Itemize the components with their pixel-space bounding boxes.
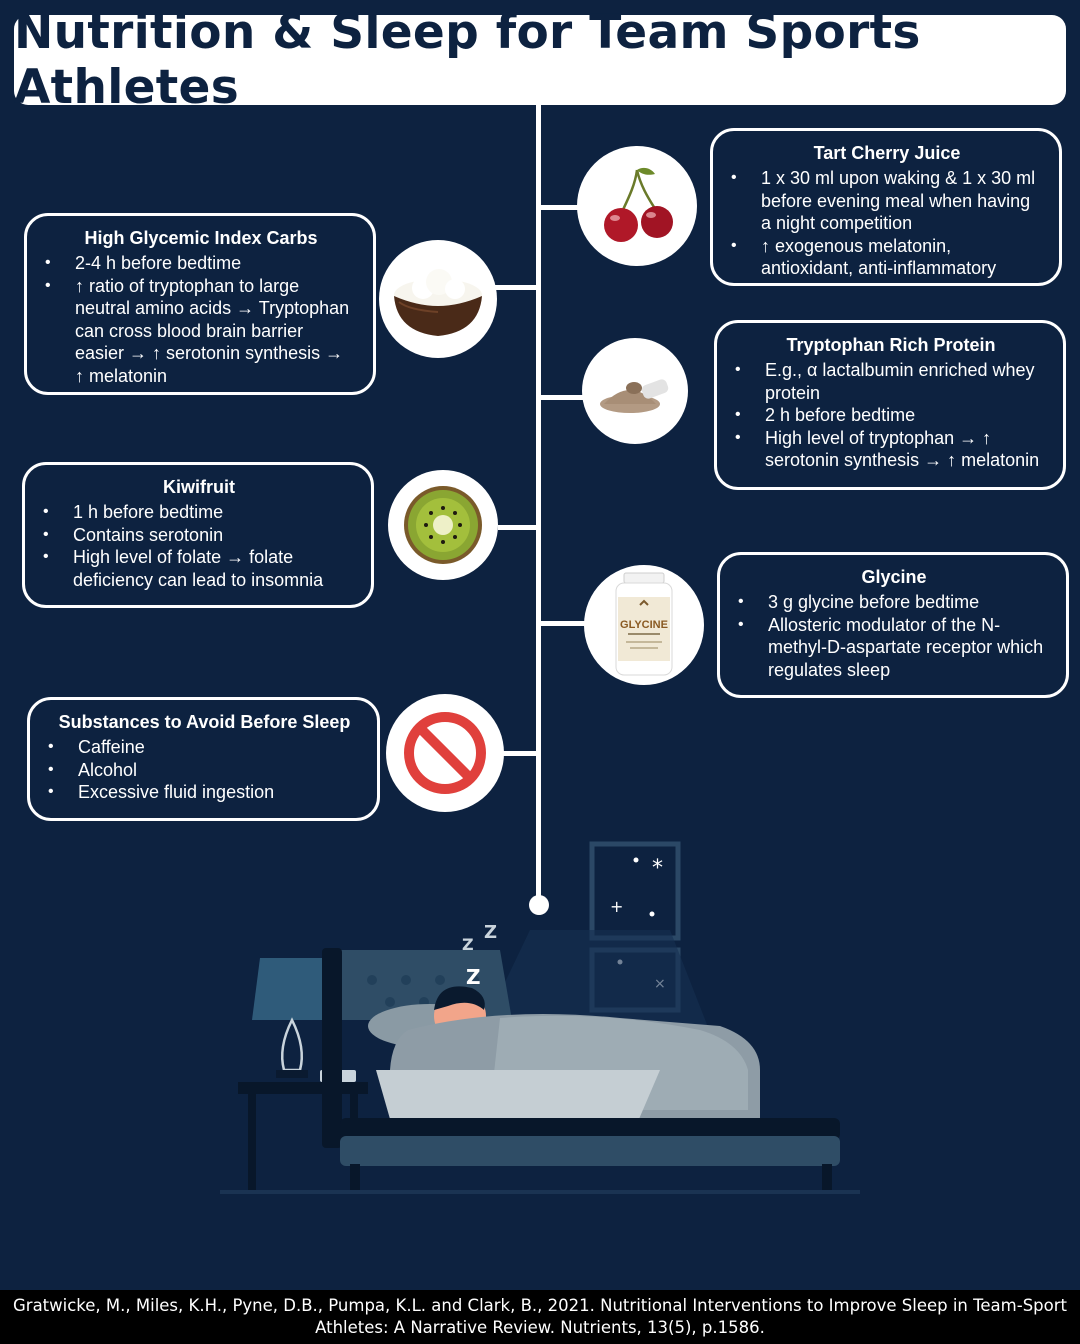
kiwi-icon	[404, 486, 482, 564]
rice-image	[379, 240, 497, 358]
svg-text:+: +	[610, 897, 623, 916]
sleeping-athlete-illustration: * + × Z Z	[220, 841, 860, 1194]
citation-footer: Gratwicke, M., Miles, K.H., Pyne, D.B., …	[0, 1290, 1080, 1344]
bullet-list: Caffeine Alcohol Excessive fluid ingesti…	[48, 736, 361, 804]
bullet-list: 2-4 h before bedtime ↑ ratio of tryptoph…	[45, 252, 357, 387]
list-item: High level of folate → folate deficiency…	[43, 546, 355, 591]
list-item: High level of tryptophan → ↑ serotonin s…	[735, 427, 1047, 472]
timeline-spine	[536, 104, 541, 900]
glycine-bottle-image: GLYCINE	[584, 565, 704, 685]
prohibited-icon	[404, 712, 486, 794]
snore-z-small: Z	[462, 935, 474, 954]
card-tryptophan-protein: Tryptophan Rich Protein E.g., α lactalbu…	[714, 320, 1066, 490]
page-title: Nutrition & Sleep for Team Sports Athlet…	[14, 5, 921, 115]
supplement-bottle-icon: GLYCINE	[615, 572, 673, 676]
bottle-label: GLYCINE	[620, 619, 668, 631]
card-title: Tryptophan Rich Protein	[786, 335, 996, 355]
card-tart-cherry-juice: Tart Cherry Juice 1 x 30 ml upon waking …	[710, 128, 1062, 286]
connector-glycine	[538, 621, 586, 626]
snore-z-large: Z	[466, 965, 481, 989]
protein-powder-icon	[600, 379, 669, 413]
list-item: 2-4 h before bedtime	[45, 252, 357, 275]
lamp-icon	[252, 958, 332, 1078]
timeline-end-dot	[529, 895, 549, 915]
svg-text:*: *	[652, 856, 663, 881]
snore-z-medium: Z	[484, 922, 497, 943]
card-title: High Glycemic Index Carbs	[84, 228, 318, 248]
list-item: Caffeine	[48, 736, 361, 759]
card-high-glycemic-carbs: High Glycemic Index Carbs 2-4 h before b…	[24, 213, 376, 395]
card-substances-to-avoid: Substances to Avoid Before Sleep Caffein…	[27, 697, 380, 821]
bullet-list: 1 h before bedtime Contains serotonin Hi…	[43, 501, 355, 591]
connector-tart-cherry	[538, 205, 582, 210]
card-glycine: Glycine 3 g glycine before bedtime Allos…	[717, 552, 1069, 698]
title-banner: Nutrition & Sleep for Team Sports Athlet…	[14, 5, 1066, 115]
list-item: Contains serotonin	[43, 524, 355, 547]
card-title: Glycine	[861, 567, 927, 587]
protein-powder-image	[582, 338, 688, 444]
card-title: Substances to Avoid Before Sleep	[58, 712, 351, 732]
kiwi-image	[388, 470, 498, 580]
citation-text: Gratwicke, M., Miles, K.H., Pyne, D.B., …	[13, 1296, 1067, 1337]
cherry-icon	[604, 167, 673, 242]
bullet-list: 3 g glycine before bedtime Allosteric mo…	[738, 591, 1050, 681]
bullet-list: E.g., α lactalbumin enriched whey protei…	[735, 359, 1047, 472]
list-item: ↑ exogenous melatonin, antioxidant, anti…	[731, 235, 1043, 280]
list-item: 3 g glycine before bedtime	[738, 591, 1050, 614]
no-sign-image	[386, 694, 504, 812]
list-item: 2 h before bedtime	[735, 404, 1047, 427]
connector-avoid	[500, 751, 538, 756]
connector-protein	[538, 395, 586, 400]
list-item: Allosteric modulator of the N-methyl-D-a…	[738, 614, 1050, 682]
connector-high-gi	[494, 285, 538, 290]
list-item: 1 x 30 ml upon waking & 1 x 30 ml before…	[731, 167, 1043, 235]
list-item: Excessive fluid ingestion	[48, 781, 361, 804]
list-item: ↑ ratio of tryptophan to large neutral a…	[45, 275, 357, 388]
list-item: Alcohol	[48, 759, 361, 782]
list-item: 1 h before bedtime	[43, 501, 355, 524]
rice-bowl-icon	[394, 269, 482, 336]
bullet-list: 1 x 30 ml upon waking & 1 x 30 ml before…	[731, 167, 1043, 280]
cherry-image	[577, 146, 697, 266]
snore-z-icon: Z Z Z	[462, 922, 497, 989]
card-title: Tart Cherry Juice	[813, 143, 961, 163]
list-item: E.g., α lactalbumin enriched whey protei…	[735, 359, 1047, 404]
connector-kiwi	[498, 525, 538, 530]
card-kiwifruit: Kiwifruit 1 h before bedtime Contains se…	[22, 462, 374, 608]
card-title: Kiwifruit	[163, 477, 235, 497]
